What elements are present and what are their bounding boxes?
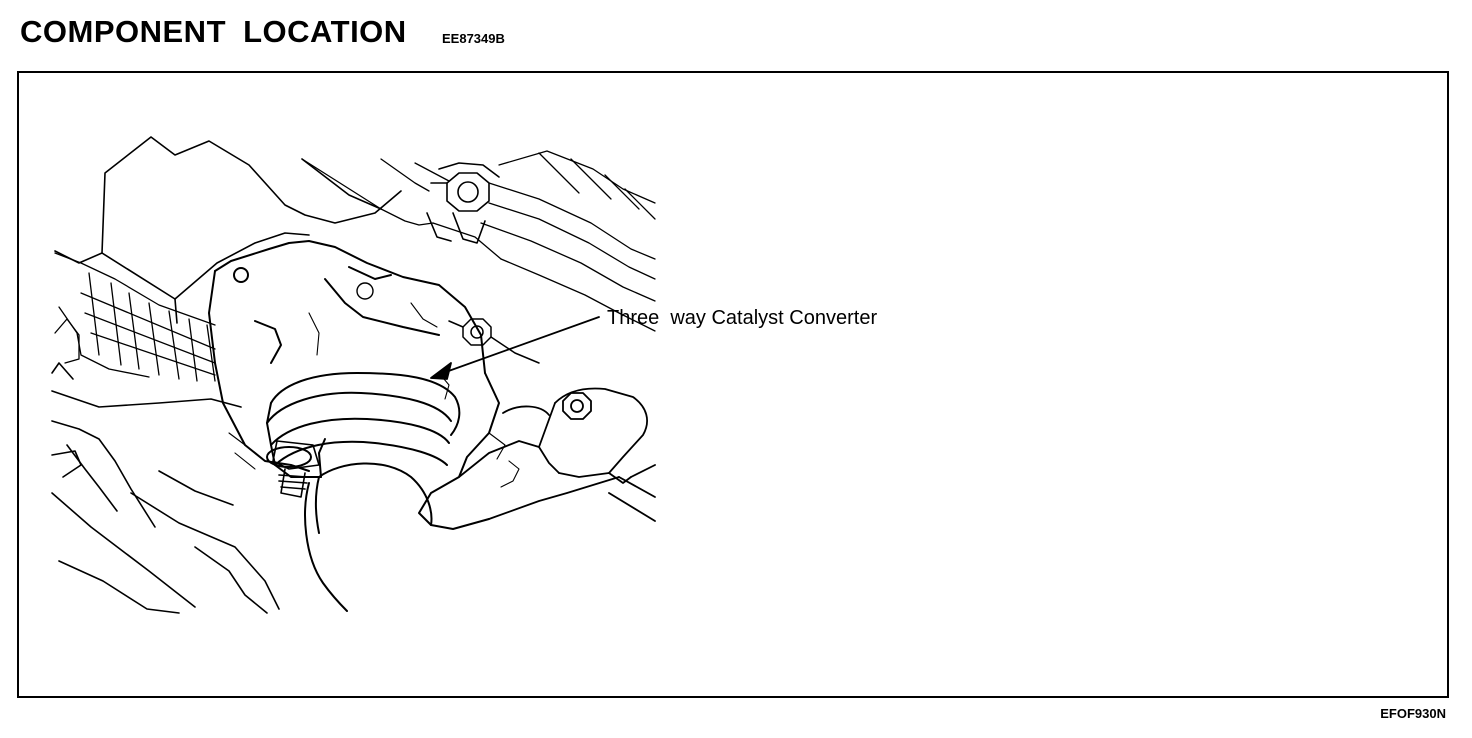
document-code: EE87349B — [442, 31, 505, 46]
lower-right-bracket — [458, 387, 656, 522]
diagram-frame: Three way Catalyst Converter — [17, 71, 1449, 698]
radiator-slats — [54, 252, 216, 382]
exhaust-pipe — [304, 462, 433, 612]
catalyst-converter-body — [266, 372, 461, 478]
detail-strokes — [228, 302, 520, 488]
converter-housing — [208, 240, 500, 530]
engine-bay-illustration — [51, 136, 656, 614]
figure-code: EFOF930N — [1380, 706, 1446, 721]
lower-left-frame — [51, 362, 280, 614]
upper-bolt — [426, 162, 500, 244]
catalyst-converter-label: Three way Catalyst Converter — [607, 307, 878, 329]
mounting-stud — [272, 440, 320, 498]
middle-bolt — [448, 318, 540, 364]
callout-arrow — [430, 316, 600, 380]
page-title: COMPONENT LOCATION — [20, 14, 407, 49]
engine-block-outline — [54, 136, 402, 324]
upper-heat-shield — [301, 150, 656, 332]
